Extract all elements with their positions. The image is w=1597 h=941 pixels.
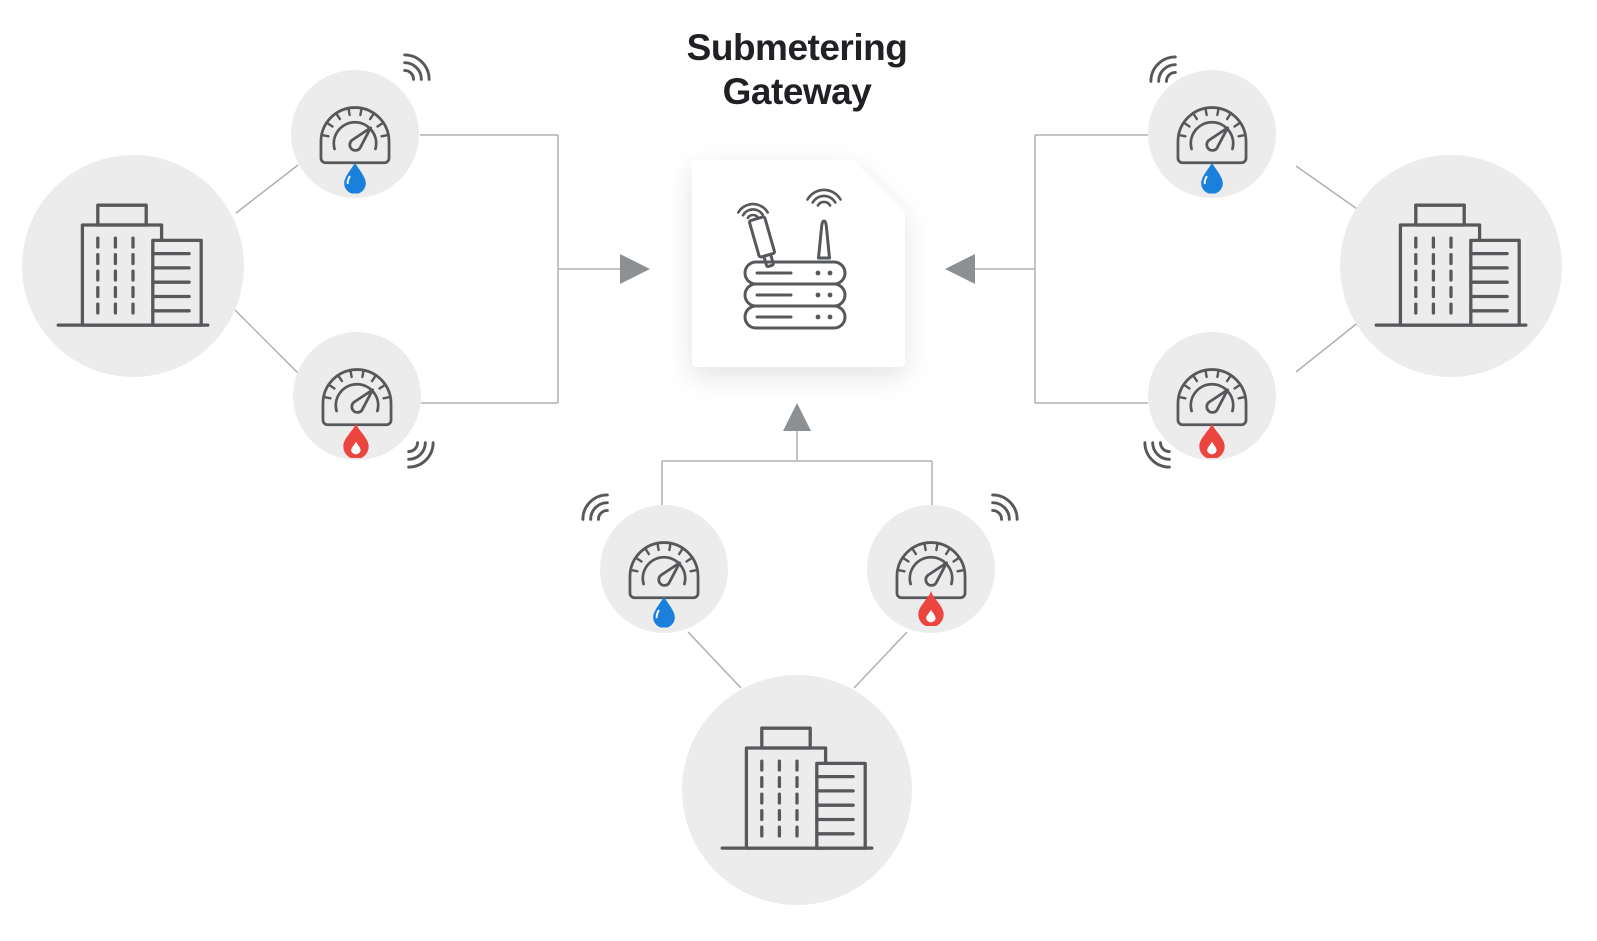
right-gas-meter-node — [1148, 332, 1276, 460]
left-gas-meter-node — [293, 332, 421, 460]
bottom-building-node — [682, 675, 912, 905]
page-title: Submetering Gateway — [686, 27, 908, 112]
wireless-router-icon — [737, 188, 847, 330]
router-led-dots — [815, 270, 833, 320]
right-building-node — [1340, 155, 1562, 377]
antenna-left-icon — [748, 215, 776, 268]
wifi-signal-icon — [403, 53, 431, 81]
left-connector-lines — [234, 134, 622, 404]
wifi-signal-icon — [581, 493, 609, 521]
wifi-signal-icon — [806, 188, 842, 207]
arrow-left-icon — [945, 254, 975, 284]
bottom-gas-meter-node — [867, 505, 995, 633]
arrow-right-icon — [620, 254, 650, 284]
right-connector-lines — [973, 134, 1361, 404]
wifi-signal-icon — [1143, 441, 1171, 469]
right-water-meter-node — [1148, 70, 1276, 198]
wifi-signal-icon — [1149, 55, 1177, 83]
bottom-connector-lines — [661, 429, 933, 689]
arrow-up-icon — [783, 403, 811, 431]
wifi-signal-icon — [407, 441, 435, 469]
antenna-right-icon — [817, 219, 831, 260]
left-building-node — [22, 155, 244, 377]
wifi-signal-icon — [737, 202, 769, 220]
left-water-meter-node — [291, 70, 419, 198]
wifi-signal-icon — [991, 493, 1019, 521]
bottom-water-meter-node — [600, 505, 728, 633]
